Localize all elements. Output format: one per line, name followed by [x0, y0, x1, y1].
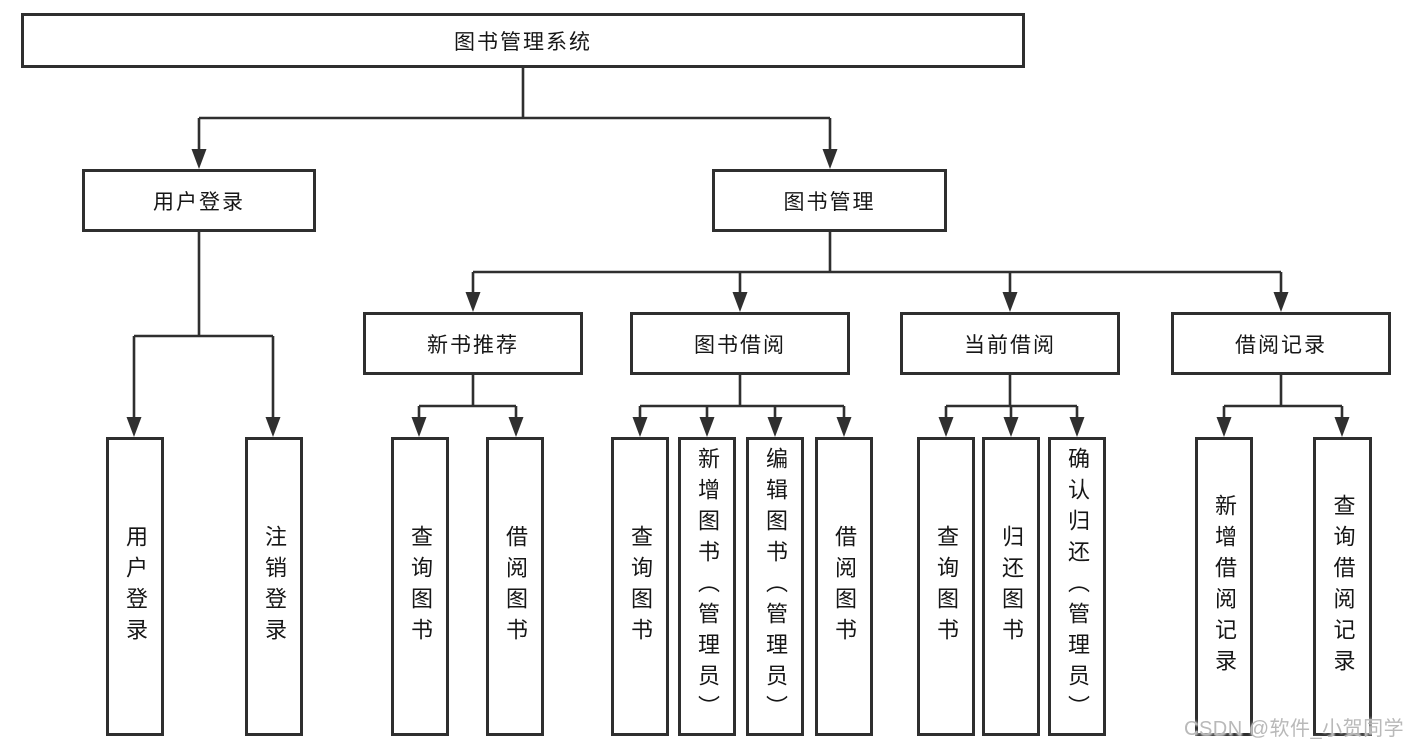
- node-leaf-add-books-admin: 新增图书（管理员）: [678, 437, 736, 736]
- node-library-system: 图书管理系统: [21, 13, 1025, 68]
- edges-from-book-management: [465, 232, 1289, 312]
- node-current-borrowing: 当前借阅: [900, 312, 1120, 375]
- node-leaf-query-books-1-label: 查询图书: [408, 524, 433, 649]
- node-user-login-label: 用户登录: [153, 190, 245, 214]
- node-leaf-edit-books-admin-label: 编辑图书（管理员）: [763, 447, 788, 726]
- edges-from-book-borrowing: [632, 375, 852, 437]
- arrowhead: [632, 417, 648, 437]
- node-user-login: 用户登录: [82, 169, 316, 232]
- node-current-borrowing-label: 当前借阅: [964, 333, 1056, 357]
- arrowhead: [191, 149, 207, 169]
- node-leaf-add-borrow-record-label: 新增借阅记录: [1212, 493, 1237, 680]
- edges-from-current-borrowing: [938, 375, 1085, 437]
- arrowhead: [508, 417, 524, 437]
- node-leaf-borrow-books-2: 借阅图书: [815, 437, 873, 736]
- arrowhead: [1216, 417, 1232, 437]
- arrowhead: [699, 417, 715, 437]
- node-new-book-recommend: 新书推荐: [363, 312, 583, 375]
- node-book-borrowing-label: 图书借阅: [694, 333, 786, 357]
- node-leaf-add-books-admin-label: 新增图书（管理员）: [695, 447, 720, 726]
- node-new-book-recommend-label: 新书推荐: [427, 333, 519, 357]
- node-leaf-borrow-books-1: 借阅图书: [486, 437, 544, 736]
- arrowhead: [1069, 417, 1085, 437]
- arrowhead: [1003, 417, 1019, 437]
- edges-from-user-login: [126, 232, 281, 437]
- node-library-system-label: 图书管理系统: [454, 30, 592, 54]
- arrowhead: [938, 417, 954, 437]
- node-borrow-records: 借阅记录: [1171, 312, 1391, 375]
- arrowhead: [1273, 292, 1289, 312]
- arrowhead: [411, 417, 427, 437]
- arrowhead: [732, 292, 748, 312]
- arrowhead: [822, 149, 838, 169]
- edges-from-borrow-records: [1216, 375, 1350, 437]
- node-leaf-logout-label: 注销登录: [262, 524, 287, 649]
- edges-from-new-book-recommend: [411, 375, 524, 437]
- node-leaf-add-borrow-record: 新增借阅记录: [1195, 437, 1253, 736]
- node-book-management-label: 图书管理: [783, 190, 876, 214]
- node-leaf-query-books-2: 查询图书: [611, 437, 669, 736]
- arrowhead: [767, 417, 783, 437]
- node-leaf-borrow-books-1-label: 借阅图书: [503, 524, 528, 649]
- node-leaf-query-books-3: 查询图书: [917, 437, 975, 736]
- node-leaf-logout: 注销登录: [245, 437, 303, 736]
- node-leaf-borrow-books-2-label: 借阅图书: [832, 524, 857, 649]
- node-leaf-user-login: 用户登录: [106, 437, 164, 736]
- node-leaf-query-books-2-label: 查询图书: [628, 524, 653, 649]
- node-leaf-return-books-label: 归还图书: [999, 524, 1024, 649]
- node-leaf-query-books-1: 查询图书: [391, 437, 449, 736]
- node-leaf-user-login-label: 用户登录: [123, 524, 148, 649]
- node-leaf-return-books: 归还图书: [982, 437, 1040, 736]
- node-leaf-query-borrow-record-label: 查询借阅记录: [1330, 493, 1356, 680]
- node-leaf-edit-books-admin: 编辑图书（管理员）: [746, 437, 804, 736]
- arrowhead: [836, 417, 852, 437]
- node-book-borrowing: 图书借阅: [630, 312, 850, 375]
- arrowhead: [465, 292, 481, 312]
- arrowhead: [265, 417, 281, 437]
- node-leaf-query-books-3-label: 查询图书: [934, 524, 959, 649]
- node-leaf-confirm-return-admin-label: 确认归还（管理员）: [1065, 447, 1090, 726]
- arrowhead: [1002, 292, 1018, 312]
- node-leaf-query-borrow-record: 查询借阅记录: [1313, 437, 1372, 736]
- arrowhead: [1334, 417, 1350, 437]
- node-leaf-confirm-return-admin: 确认归还（管理员）: [1048, 437, 1106, 736]
- node-book-management: 图书管理: [712, 169, 947, 232]
- edges-from-root: [191, 68, 838, 169]
- watermark: CSDN @软件_小贺同学: [1184, 718, 1405, 740]
- arrowhead: [126, 417, 142, 437]
- node-borrow-records-label: 借阅记录: [1235, 333, 1327, 357]
